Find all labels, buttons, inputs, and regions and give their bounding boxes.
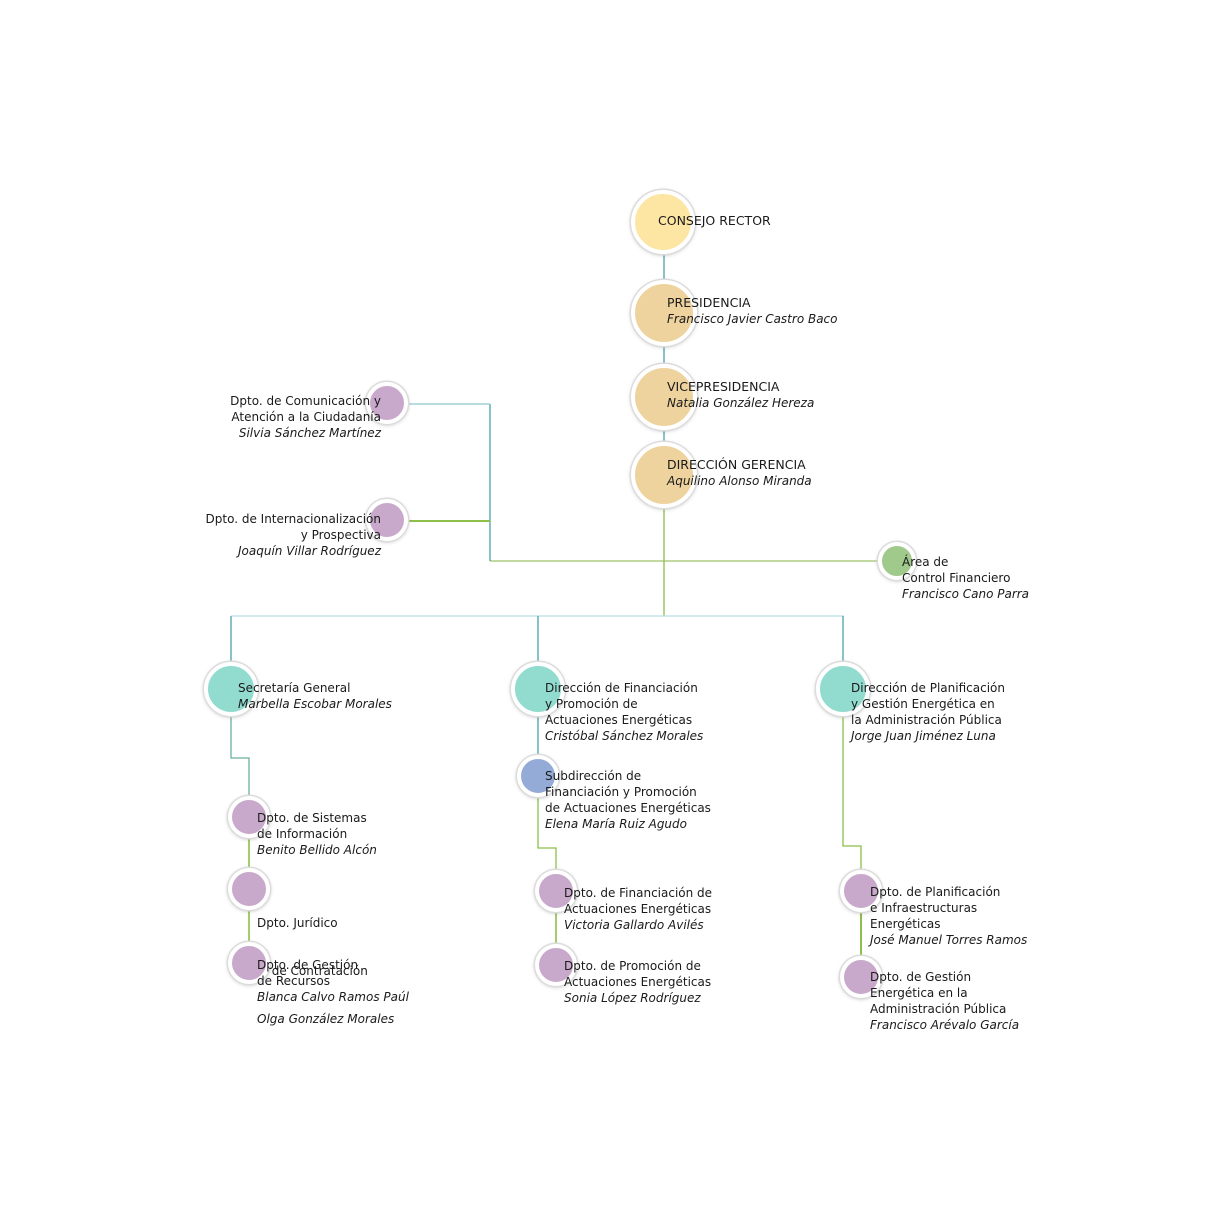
dpto-financiacion-circle: [535, 870, 577, 912]
secretaria-label: Secretaría General Marbella Escobar Mora…: [238, 680, 392, 712]
dpto-gestion-title-2: Energética en la: [870, 986, 968, 1000]
juridico-person: Olga González Morales: [257, 1012, 395, 1026]
planificacion-person: Jorge Juan Jiménez Luna: [851, 729, 996, 743]
dpto-infra-title-1: Dpto. de Planificación: [870, 885, 1001, 899]
vicepresidencia-title: VICEPRESIDENCIA: [667, 379, 780, 394]
gerencia-circle: [631, 442, 697, 508]
dpto-infra-label: Dpto. de Planificación e Infraestructura…: [870, 884, 1027, 948]
dpto-gestion-title-1: Dpto. de Gestión: [870, 970, 972, 984]
juridico-title-1: Dpto. Jurídico: [257, 916, 338, 930]
control-person: Francisco Cano Parra: [902, 587, 1030, 601]
subdireccion-title-1: Subdirección de: [545, 769, 642, 783]
subdireccion-label: Subdirección de Financiación y Promoción…: [545, 768, 711, 832]
dpto-financiacion-title-2: Actuaciones Energéticas: [564, 902, 712, 916]
sistemas-circle: [228, 796, 270, 838]
sistemas-title-1: Dpto. de Sistemas: [257, 811, 367, 825]
sistemas-title-2: de Información: [257, 827, 348, 841]
secretaria-person: Marbella Escobar Morales: [238, 697, 392, 711]
planificacion-title-2: y Gestión Energética en: [851, 697, 995, 711]
control-circle: [878, 542, 916, 580]
gerencia-title: DIRECCIÓN GERENCIA: [667, 457, 806, 472]
presidencia-circle: [631, 280, 697, 346]
financiacion-title-1: Dirección de Financiación: [545, 681, 698, 695]
consejo-rector-title: CONSEJO RECTOR: [658, 213, 771, 228]
dpto-gestion-label: Dpto. de Gestión Energética en la Admini…: [870, 969, 1019, 1033]
sistemas-person: Benito Bellido Alcón: [257, 843, 377, 857]
financiacion-label: Dirección de Financiación y Promoción de…: [545, 680, 703, 744]
comunicacion-label: Dpto. de Comunicación y Atención a la Ci…: [230, 393, 381, 441]
internacional-label: Dpto. de Internacionalización y Prospect…: [206, 511, 381, 559]
dpto-infra-circle: [840, 870, 882, 912]
dpto-promocion-title-2: Actuaciones Energéticas: [564, 975, 712, 989]
juridico-circle: [228, 868, 270, 910]
dpto-promocion-title-1: Dpto. de Promoción de: [564, 959, 701, 973]
consejo-rector-label: CONSEJO RECTOR: [658, 213, 771, 229]
planificacion-title-3: la Administración Pública: [851, 713, 1002, 727]
comunicacion-person: Silvia Sánchez Martínez: [238, 426, 381, 440]
connector-planificacion-infra: [842, 714, 862, 871]
recursos-person: Blanca Calvo Ramos Paúl: [257, 990, 409, 1004]
connector-sub-dptofin: [537, 796, 557, 871]
financiacion-title-3: Actuaciones Energéticas: [545, 713, 693, 727]
subdireccion-title-2: Financiación y Promoción: [545, 785, 697, 799]
subdireccion-person: Elena María Ruiz Agudo: [545, 817, 687, 831]
internacional-title-1: Dpto. de Internacionalización: [205, 512, 381, 526]
dpto-gestion-title-3: Administración Pública: [870, 1002, 1007, 1016]
planificacion-label: Dirección de Planificación y Gestión Ene…: [851, 680, 1005, 744]
secretaria-circle: [204, 662, 258, 716]
internacional-title-2: y Prospectiva: [300, 528, 381, 542]
control-title-2: Control Financiero: [902, 571, 1011, 585]
consejo-rector-circle: [631, 190, 695, 254]
internacional-circle: [366, 499, 408, 541]
recursos-title-1: Dpto. de Gestión: [257, 958, 359, 972]
sistemas-label: Dpto. de Sistemas de Información Benito …: [257, 810, 377, 858]
financiacion-person: Cristóbal Sánchez Morales: [545, 729, 704, 743]
dpto-promocion-label: Dpto. de Promoción de Actuaciones Energé…: [564, 958, 711, 1006]
gerencia-label: DIRECCIÓN GERENCIA Aquilino Alonso Miran…: [667, 457, 812, 489]
vicepresidencia-circle: [631, 364, 697, 430]
subdireccion-circle: [517, 755, 559, 797]
comunicacion-title-2: Atención a la Ciudadanía: [231, 410, 381, 424]
dpto-infra-person: José Manuel Torres Ramos: [870, 933, 1028, 947]
dpto-gestion-person: Francisco Arévalo García: [870, 1018, 1020, 1032]
comunicacion-circle: [366, 382, 408, 424]
gerencia-person: Aquilino Alonso Miranda: [667, 474, 812, 488]
dpto-promocion-circle: [535, 944, 577, 986]
financiacion-circle: [511, 662, 565, 716]
vicepresidencia-person: Natalia González Hereza: [667, 396, 815, 410]
recursos-title-2: de Recursos: [257, 974, 330, 988]
dpto-promocion-person: Sonia López Rodríguez: [564, 991, 701, 1005]
control-label: Área de Control Financiero Francisco Can…: [902, 554, 1029, 602]
dpto-infra-title-3: Energéticas: [870, 917, 941, 931]
recursos-label: Dpto. de Gestión de Recursos Blanca Calv…: [257, 957, 409, 1005]
dpto-financiacion-title-1: Dpto. de Financiación de: [564, 886, 713, 900]
internacional-person: Joaquín Villar Rodríguez: [238, 544, 381, 558]
presidencia-person: Francisco Javier Castro Baco: [667, 312, 838, 326]
dpto-gestion-circle: [840, 956, 882, 998]
dpto-financiacion-label: Dpto. de Financiación de Actuaciones Ene…: [564, 885, 712, 933]
subdireccion-title-3: de Actuaciones Energéticas: [545, 801, 711, 815]
presidencia-label: PRESIDENCIA Francisco Javier Castro Baco: [667, 295, 838, 327]
control-title-1: Área de: [902, 555, 949, 569]
dpto-infra-title-2: e Infraestructuras: [870, 901, 978, 915]
recursos-circle: [228, 942, 270, 984]
secretaria-title: Secretaría General: [238, 681, 351, 695]
planificacion-title-1: Dirección de Planificación: [851, 681, 1005, 695]
connector-secretaria-sistemas: [230, 714, 250, 798]
vicepresidencia-label: VICEPRESIDENCIA Natalia González Hereza: [667, 379, 814, 411]
financiacion-title-2: y Promoción de: [545, 697, 638, 711]
dpto-financiacion-person: Victoria Gallardo Avilés: [564, 918, 704, 932]
presidencia-title: PRESIDENCIA: [667, 295, 751, 310]
comunicacion-title-1: Dpto. de Comunicación y: [230, 394, 381, 408]
planificacion-circle: [816, 662, 870, 716]
